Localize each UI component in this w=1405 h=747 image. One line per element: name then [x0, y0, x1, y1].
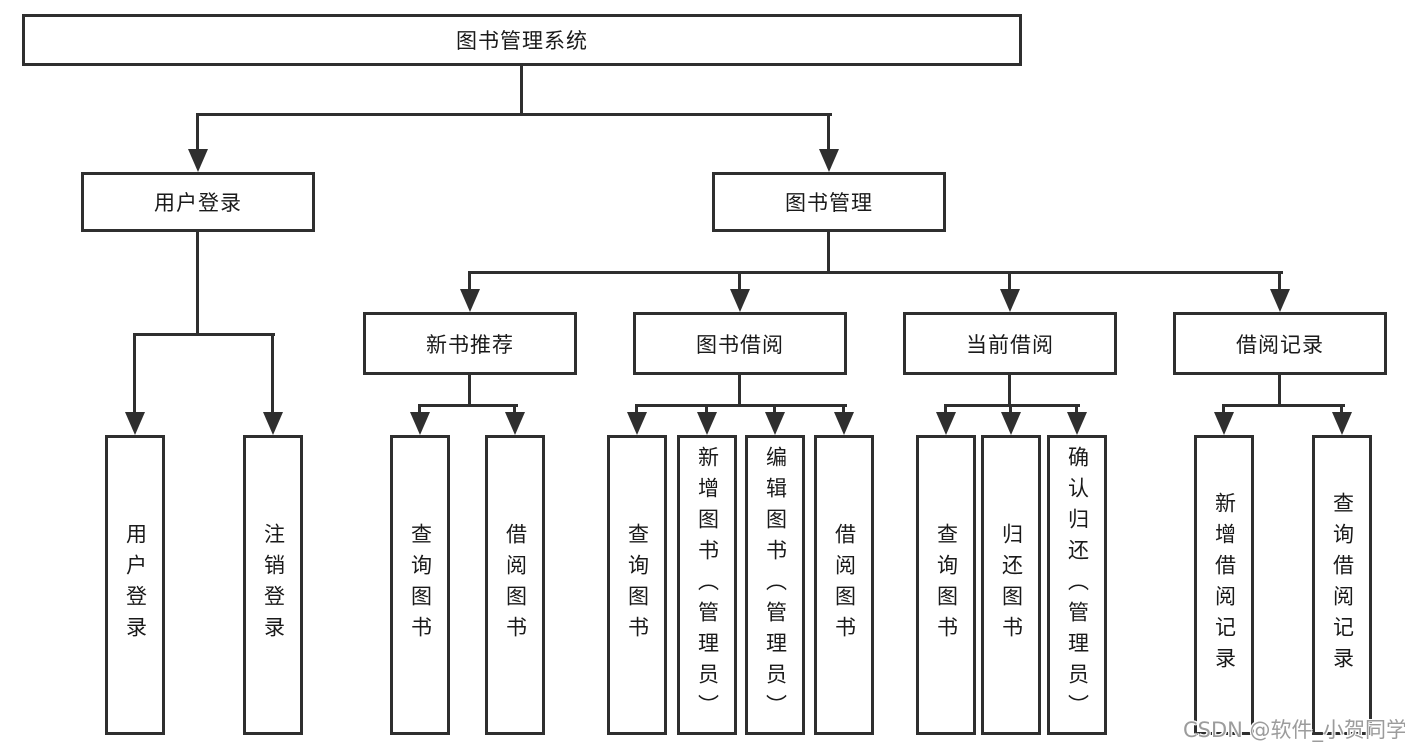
- arrow-down-icon: [460, 289, 480, 312]
- arrow-down-icon: [1001, 412, 1021, 435]
- arrow-down-icon: [1270, 289, 1290, 312]
- arrow-down-icon: [125, 412, 145, 435]
- leaf-add-borrow-record: 新增借阅记录: [1194, 435, 1254, 735]
- node-borrow-records: 借阅记录: [1173, 312, 1387, 375]
- node-current-borrow: 当前借阅: [903, 312, 1117, 375]
- connector-line: [827, 113, 830, 153]
- node-label: 借阅图书: [832, 523, 857, 647]
- arrow-down-icon: [1067, 412, 1087, 435]
- connector-line: [468, 271, 1283, 274]
- connector-line: [635, 404, 847, 407]
- node-label: 确认归还（管理员）: [1065, 445, 1090, 725]
- arrow-down-icon: [1000, 289, 1020, 312]
- connector-line: [773, 404, 776, 416]
- node-book-management: 图书管理: [712, 172, 946, 232]
- node-label: 查询图书: [408, 523, 433, 647]
- arrow-down-icon: [505, 412, 525, 435]
- node-label: 用户登录: [154, 191, 242, 215]
- connector-line: [635, 404, 638, 416]
- connector-line: [196, 113, 199, 153]
- node-label: 新增图书（管理员）: [695, 445, 720, 725]
- node-label: 查询图书: [934, 523, 959, 647]
- connector-line: [1340, 404, 1343, 416]
- leaf-confirm-return-admin: 确认归还（管理员）: [1047, 435, 1107, 735]
- node-label: 编辑图书（管理员）: [763, 445, 788, 725]
- arrow-down-icon: [188, 149, 208, 172]
- node-label: 查询图书: [625, 523, 650, 647]
- connector-line: [418, 404, 518, 407]
- arrow-down-icon: [627, 412, 647, 435]
- leaf-add-books-admin: 新增图书（管理员）: [677, 435, 737, 735]
- leaf-return-books: 归还图书: [981, 435, 1041, 735]
- node-label: 当前借阅: [966, 332, 1054, 357]
- connector-line: [418, 404, 421, 416]
- connector-line: [133, 333, 275, 336]
- arrow-down-icon: [730, 289, 750, 312]
- arrow-down-icon: [1214, 412, 1234, 435]
- node-label: 注销登录: [261, 523, 286, 647]
- node-label: 借阅图书: [503, 523, 528, 647]
- arrow-down-icon: [263, 412, 283, 435]
- connector-line: [468, 375, 471, 407]
- connector-line: [1222, 404, 1225, 416]
- csdn-watermark: CSDN @软件_小贺同学: [1183, 718, 1405, 742]
- connector-line: [1278, 271, 1281, 292]
- leaf-borrow-books: 借阅图书: [485, 435, 545, 735]
- leaf-edit-books-admin: 编辑图书（管理员）: [745, 435, 805, 735]
- node-label: 图书管理系统: [456, 29, 588, 53]
- connector-line: [271, 333, 274, 415]
- leaf-query-books: 查询图书: [607, 435, 667, 735]
- leaf-borrow-books: 借阅图书: [814, 435, 874, 735]
- node-label: 图书管理: [785, 191, 873, 215]
- connector-line: [468, 271, 471, 292]
- connector-line: [520, 66, 523, 114]
- connector-line: [944, 404, 947, 416]
- node-label: 借阅记录: [1236, 332, 1324, 357]
- connector-line: [705, 404, 708, 416]
- connector-line: [827, 232, 830, 274]
- connector-line: [196, 232, 199, 336]
- leaf-logout: 注销登录: [243, 435, 303, 735]
- node-label: 用户登录: [123, 523, 148, 647]
- connector-line: [944, 404, 1080, 407]
- arrow-down-icon: [834, 412, 854, 435]
- leaf-query-books: 查询图书: [390, 435, 450, 735]
- connector-line: [1008, 271, 1011, 292]
- node-label: 图书借阅: [696, 332, 784, 357]
- arrow-down-icon: [936, 412, 956, 435]
- connector-line: [738, 271, 741, 292]
- node-label: 新增借阅记录: [1212, 492, 1237, 678]
- arrow-down-icon: [819, 149, 839, 172]
- connector-line: [513, 404, 516, 416]
- node-library-system: 图书管理系统: [22, 14, 1022, 66]
- connector-line: [196, 113, 832, 116]
- connector-line: [1009, 404, 1012, 416]
- node-book-borrow: 图书借阅: [633, 312, 847, 375]
- node-user-login: 用户登录: [81, 172, 315, 232]
- connector-line: [738, 375, 741, 407]
- connector-line: [1278, 375, 1281, 407]
- arrow-down-icon: [765, 412, 785, 435]
- arrow-down-icon: [410, 412, 430, 435]
- node-new-book-recommend: 新书推荐: [363, 312, 577, 375]
- connector-line: [1222, 404, 1345, 407]
- leaf-query-borrow-record: 查询借阅记录: [1312, 435, 1372, 735]
- node-label: 归还图书: [999, 523, 1024, 647]
- arrow-down-icon: [697, 412, 717, 435]
- node-label: 新书推荐: [426, 332, 514, 357]
- node-label: 查询借阅记录: [1330, 492, 1355, 678]
- connector-line: [1008, 375, 1011, 407]
- connector-line: [842, 404, 845, 416]
- connector-line: [1075, 404, 1078, 416]
- arrow-down-icon: [1332, 412, 1352, 435]
- leaf-query-books: 查询图书: [916, 435, 976, 735]
- leaf-user-login: 用户登录: [105, 435, 165, 735]
- connector-line: [133, 333, 136, 415]
